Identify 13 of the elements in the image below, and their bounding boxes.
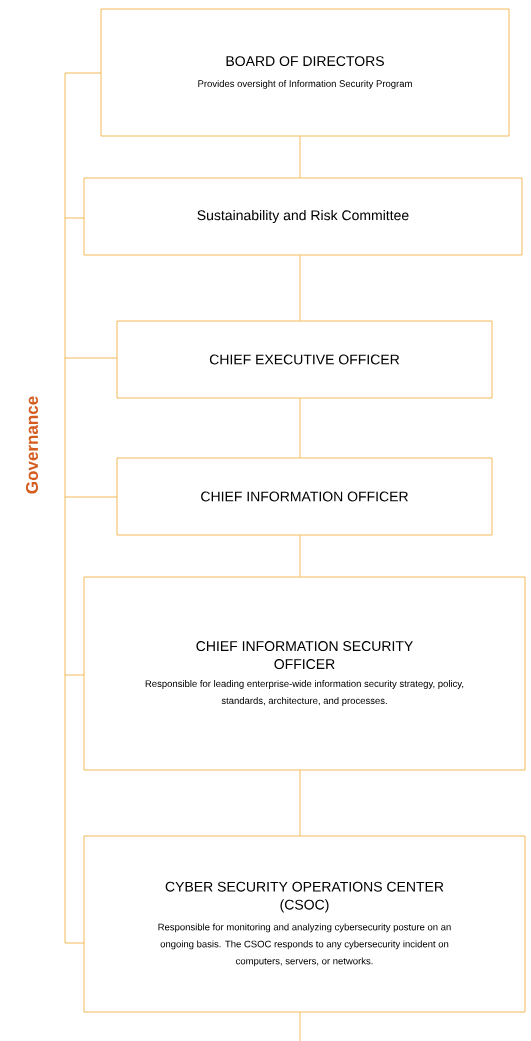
connector-line — [299, 770, 301, 836]
connector-line — [299, 255, 301, 321]
org-box: CYBER SECURITY OPERATIONS CENTER (CSOC) Responsible for monitoring and analyzing cybersecurity posture on an ongoing basis. The CSOC responds to any cybersecurity incident on computers, servers, or networks. — [83, 835, 526, 1013]
connector-line — [299, 1012, 301, 1041]
org-box: CHIEF INFORMATION OFFICER — [116, 457, 493, 536]
connector-line — [299, 398, 301, 458]
connector-line — [299, 535, 301, 577]
org-box: BOARD OF DIRECTORS Provides oversight of Information Security Program — [100, 8, 510, 137]
side-label: Governance — [26, 396, 38, 494]
connector-line — [299, 136, 301, 178]
org-box: CHIEF INFORMATION SECURITY OFFICER Responsible for leading enterprise-wide information security strategy, policy, standards, architecture, and processes. — [83, 576, 526, 771]
org-box: CHIEF EXECUTIVE OFFICER — [116, 320, 493, 399]
org-box: Sustainability and Risk Committee — [83, 177, 523, 256]
